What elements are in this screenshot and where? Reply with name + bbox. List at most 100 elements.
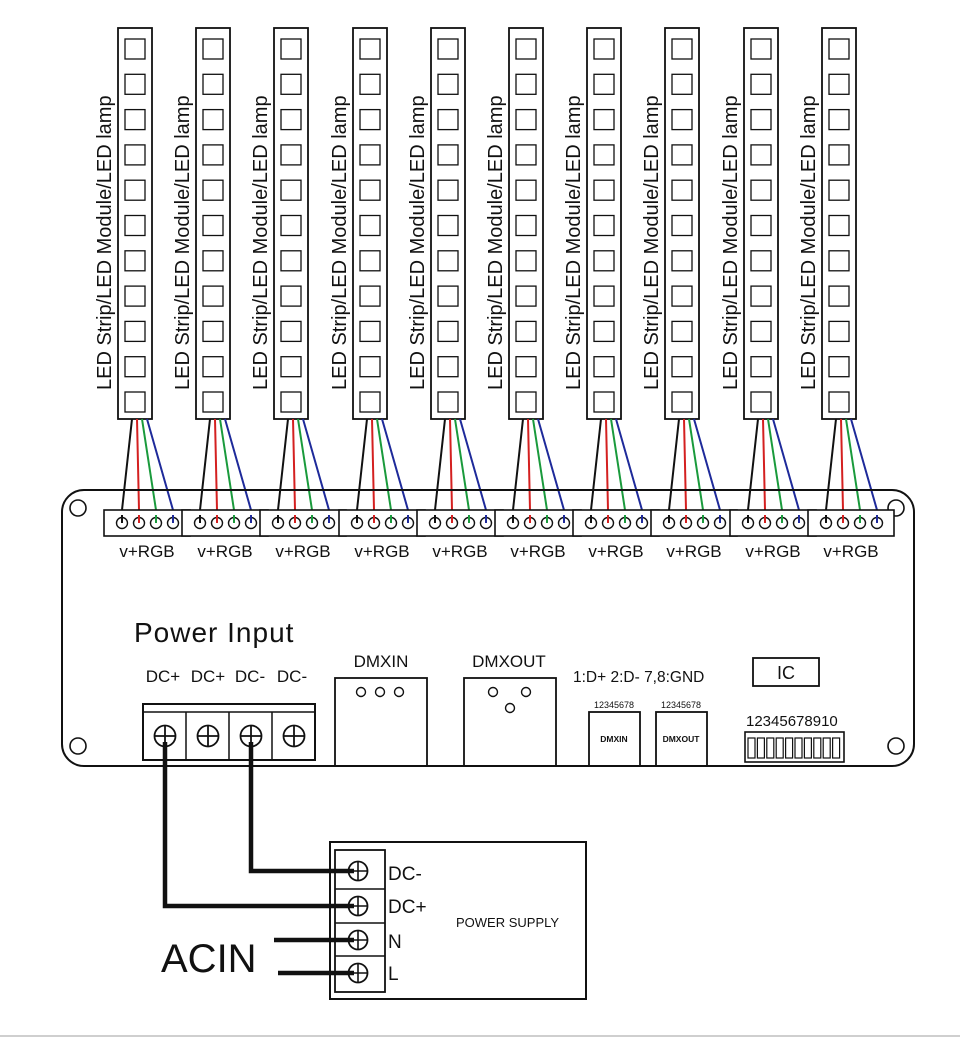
led-cell (202, 320, 224, 343)
led-cell (671, 144, 693, 166)
strip-wire (668, 418, 680, 520)
led-cell (750, 356, 772, 378)
led-strip-label: LED Strip/LED Module/LED lamp (94, 95, 116, 390)
strip-wire (747, 418, 759, 520)
dip-switch-lever (766, 737, 775, 759)
led-cell (593, 391, 615, 413)
led-cell (202, 285, 224, 307)
output-channel-label: v+RGB (823, 542, 878, 561)
led-cell (515, 108, 537, 131)
led-strip (195, 27, 231, 420)
led-cell (593, 285, 615, 307)
led-cell (750, 108, 772, 131)
led-strip (352, 27, 388, 420)
led-cell (750, 38, 772, 60)
strip-wire (454, 418, 470, 520)
led-cell (124, 108, 146, 131)
led-cell (750, 214, 772, 237)
led-strip (508, 27, 544, 420)
power-supply-terminal-label: DC+ (388, 897, 427, 918)
led-cell (593, 144, 615, 166)
led-cell (280, 38, 302, 60)
led-cell (202, 144, 224, 166)
led-cell (359, 356, 381, 378)
strip-wire (772, 418, 800, 520)
led-strip (821, 27, 857, 420)
dip-switch-lever (831, 737, 841, 759)
strip-wire (224, 418, 252, 520)
led-cell (202, 108, 224, 131)
output-channel-label: v+RGB (745, 542, 800, 561)
led-cell (437, 250, 459, 272)
led-cell (593, 38, 615, 60)
led-cell (437, 144, 459, 166)
strip-wire (302, 418, 330, 520)
led-cell (202, 214, 224, 237)
led-cell (671, 250, 693, 272)
led-cell (750, 144, 772, 166)
led-cell (124, 356, 146, 378)
led-cell (515, 356, 537, 378)
rj45-in-connector (588, 711, 641, 767)
led-strip (743, 27, 779, 420)
led-cell (828, 285, 850, 307)
strip-wire (121, 418, 133, 520)
power-supply-terminal-block (334, 849, 386, 993)
led-cell (593, 356, 615, 378)
led-cell (202, 38, 224, 60)
ic-label: IC (777, 663, 795, 683)
dmx-out-label: DMXOUT (472, 652, 546, 671)
power-supply-label: POWER SUPPLY (456, 915, 559, 930)
led-cell (515, 285, 537, 307)
dmx-out-pin (504, 702, 516, 714)
led-cell (437, 320, 459, 343)
led-cell (828, 108, 850, 131)
led-strips: LED Strip/LED Module/LED lamp LED Strip/L… (94, 27, 878, 520)
led-cell (124, 73, 146, 95)
led-cell (280, 179, 302, 201)
led-strip-label: LED Strip/LED Module/LED lamp (563, 95, 585, 390)
led-cell (280, 144, 302, 166)
strip-wire (688, 418, 704, 520)
led-cell (280, 250, 302, 272)
power-supply-terminal-label: N (388, 932, 402, 953)
mount-hole-top-right (887, 499, 905, 517)
dip-switch-lever (784, 737, 794, 759)
dip-switch-lever (756, 737, 766, 759)
dip-switch-levers (747, 737, 841, 759)
dmx-pin-legend: 1:D+ 2:D- 7,8:GND (573, 669, 704, 686)
power-input-terminal-label: DC+ (191, 667, 226, 686)
led-cell (593, 108, 615, 131)
strip-wire (512, 418, 524, 520)
strip-wire (381, 418, 409, 520)
led-cell (750, 179, 772, 201)
strip-wire (532, 418, 548, 520)
rj45-in-label: DMXIN (600, 734, 627, 744)
led-cell (750, 73, 772, 95)
dip-switch-lever (794, 737, 803, 759)
led-cell (750, 285, 772, 307)
strip-wire (459, 418, 487, 520)
led-cell (437, 38, 459, 60)
power-supply-terminals (335, 860, 385, 984)
led-cell (750, 391, 772, 413)
strip-wire (537, 418, 565, 520)
dmx-in-label: DMXIN (354, 652, 409, 671)
led-cell (437, 391, 459, 413)
strip-wire (850, 418, 878, 520)
led-cell (280, 214, 302, 237)
led-cell (437, 179, 459, 201)
strip-wire (449, 418, 453, 520)
led-strip (117, 27, 153, 420)
led-cell (671, 320, 693, 343)
led-cell (671, 73, 693, 95)
led-cell (359, 391, 381, 413)
strip-wire (214, 418, 218, 520)
rj45-out-connector (655, 711, 708, 767)
led-cell (280, 320, 302, 343)
power-input-terminal-labels: DC+ DC+ DC- DC- (146, 667, 307, 686)
led-cell (359, 214, 381, 237)
dmx-in-pin (374, 686, 386, 698)
power-input-screws (153, 724, 306, 748)
mount-hole-top-left (69, 499, 87, 517)
